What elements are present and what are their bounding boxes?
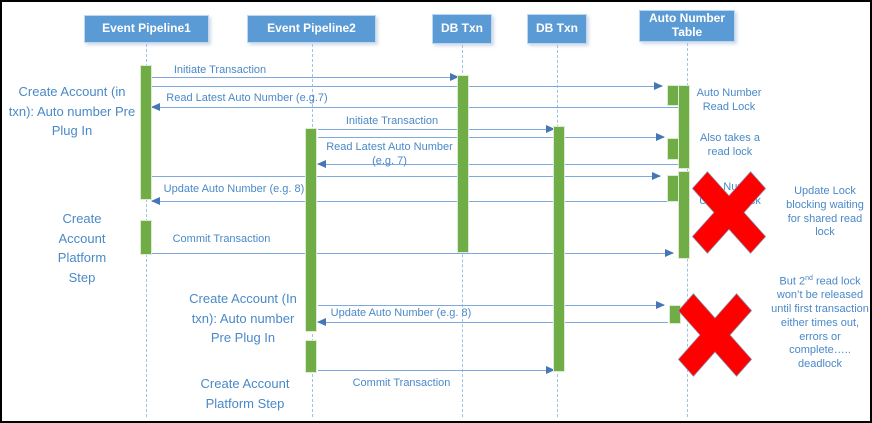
message-line-update-reply-2 — [317, 318, 668, 326]
activation-bar-ant-update-lock-attempt — [667, 175, 679, 202]
arrowhead-right-icon — [654, 82, 663, 90]
arrowhead-left-icon — [151, 197, 160, 205]
message-line-initiate-transaction-2 — [318, 125, 555, 133]
annotation-deadlock-suffix: read lock won’t be released until first … — [771, 275, 869, 371]
step-label-create-account-txn-1: Create Account (in txn): Auto number Pre… — [8, 84, 136, 138]
message-line-update-request-1 — [152, 172, 661, 180]
message-label-update-auto-number-1: Update Auto Number (e.g. 8) — [163, 183, 305, 195]
annotation-auto-number-read-lock: Auto Number Read Lock — [696, 87, 762, 113]
arrowhead-right-icon — [546, 366, 555, 374]
arrowhead-right-icon — [546, 125, 555, 133]
arrowhead-right-icon — [450, 73, 459, 81]
activation-bar-ant-update-lock-period — [678, 171, 690, 259]
message-line-commit-transaction-1 — [152, 249, 674, 257]
arrowhead-right-icon — [656, 301, 665, 309]
message-line-update-reply-1 — [151, 197, 668, 205]
message-label-commit-transaction-1: Commit Transaction — [172, 233, 271, 245]
message-line-update-request-2 — [318, 301, 665, 309]
message-line-read-request-2 — [318, 133, 665, 141]
arrowhead-left-icon — [317, 318, 326, 326]
blocked-x-icon — [691, 171, 767, 254]
step-label-create-account-txn-2: Create Account (In txn): Auto number Pre… — [189, 291, 297, 345]
arrowhead-left-icon — [317, 160, 326, 168]
arrowhead-right-icon — [652, 172, 661, 180]
activation-bar-ant-second-read-lock — [669, 305, 681, 324]
header-label: Event Pipeline1 — [102, 21, 191, 36]
step-label-platform-step-1: Create Account Platform Step — [57, 211, 107, 285]
header-label: Auto Number Table — [649, 11, 725, 39]
message-line-read-reply-1 — [151, 103, 678, 111]
activation-bar-ep2-txn — [305, 128, 317, 332]
message-line-initiate-transaction-1 — [152, 73, 459, 81]
header-event-pipeline1: Event Pipeline1 — [84, 15, 209, 43]
header-label: DB Txn — [441, 21, 483, 36]
activation-bar-db-txn-1 — [457, 75, 469, 253]
message-label-commit-transaction-2: Commit Transaction — [352, 377, 451, 389]
header-auto-number-table: Auto Number Table — [639, 10, 735, 42]
annotation-deadlock-prefix: But 2 — [779, 275, 806, 288]
message-line-read-request-1 — [152, 82, 663, 90]
activation-bar-ant-read-lock-1 — [667, 85, 679, 106]
message-line-commit-transaction-2 — [318, 366, 555, 374]
message-label-read-latest-auto-number-2: Read Latest Auto Number (e.g. 7) — [326, 141, 453, 167]
activation-bar-ep2-platform-step — [305, 340, 317, 373]
arrowhead-right-icon — [665, 249, 674, 257]
activation-bar-ant-read-lock-2 — [667, 138, 679, 160]
message-label-initiate-transaction-1: Initiate Transaction — [173, 64, 267, 76]
message-label-initiate-transaction-2: Initiate Transaction — [345, 115, 439, 127]
message-label-update-auto-number-2: Update Auto Number (e.g. 8) — [330, 307, 472, 319]
activation-bar-ep1-txn — [140, 65, 152, 200]
header-label: DB Txn — [536, 21, 578, 36]
activation-bar-ep1-platform-step — [140, 220, 152, 255]
header-db-txn-1: DB Txn — [432, 14, 492, 44]
annotation-update-lock-blocking: Update Lock blocking waiting for shared … — [786, 185, 864, 239]
header-label: Event Pipeline2 — [267, 21, 356, 36]
activation-bar-ant-read-lock-period — [678, 85, 690, 169]
arrowhead-right-icon — [656, 133, 665, 141]
deadlock-x-icon — [677, 293, 753, 377]
annotation-deadlock: But 2nd read lock won’t be released unti… — [767, 275, 870, 372]
step-label-platform-step-2: Create Account Platform Step — [200, 376, 290, 411]
header-event-pipeline2: Event Pipeline2 — [247, 15, 376, 43]
message-label-read-latest-auto-number-1: Read Latest Auto Number (e.g.7) — [166, 92, 328, 104]
annotation-also-takes-read-lock: Also takes a read lock — [700, 132, 760, 158]
header-db-txn-2: DB Txn — [527, 14, 587, 44]
arrowhead-left-icon — [151, 103, 160, 111]
activation-bar-db-txn-2 — [553, 126, 565, 372]
annotation-deadlock-superscript: nd — [805, 275, 813, 282]
message-line-read-reply-2 — [317, 160, 678, 168]
